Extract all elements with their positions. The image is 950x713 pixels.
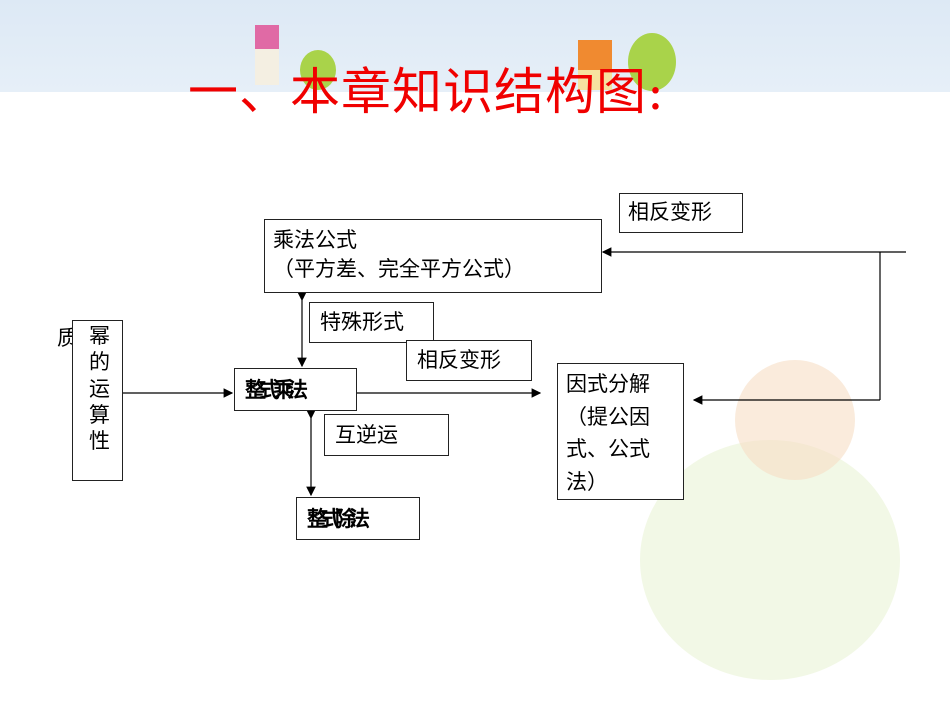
label: 整式乘法 [245,377,308,402]
label: （平方差、完全平方公式） [273,257,525,282]
label: （提公因 [566,404,650,429]
label: 相反变形 [417,348,501,372]
label: 相反变形 [628,200,712,224]
power-rules-box: 幂的运算性 [72,320,123,481]
label: 法） [566,469,608,494]
label: 乘法公式 [273,228,357,252]
house-decoration [578,40,612,90]
special-form-box: 特殊形式 [309,302,434,343]
page-title: 一、本章知识结构图: [188,63,665,121]
inverse-operations-box: 互逆运 [324,414,449,456]
multiplication-formula-box: 乘法公式 （平方差、完全平方公式） [264,219,602,293]
polynomial-division-box: 整式除法 [296,497,420,540]
label: 式、公式 [566,437,650,462]
girl-illustration [735,360,855,480]
tree-decoration [300,50,336,90]
factorization-box: 因式分解 （提公因 式、公式 法） [557,363,684,500]
label: 因式分解 [566,372,650,396]
label: 整式除法 [307,506,370,531]
tree-decoration [628,33,676,91]
label: 特殊形式 [320,310,404,334]
label: 幂的运算性 [89,324,110,453]
header-banner [0,0,950,92]
reverse-transform-box-top: 相反变形 [619,193,743,233]
reverse-transform-box-mid: 相反变形 [406,340,532,381]
polynomial-multiplication-box: 整式乘法 [234,368,357,411]
label: 互逆运 [335,423,398,447]
house-decoration [255,25,279,85]
